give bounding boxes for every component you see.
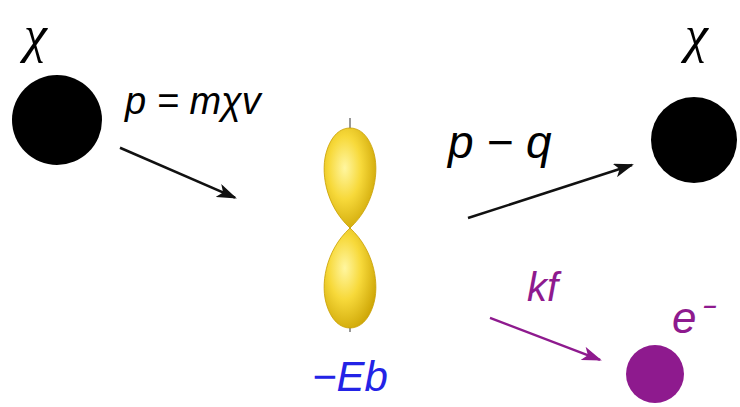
particle-node: e⁻ — [626, 295, 726, 403]
momentum-arrow — [120, 148, 235, 198]
particle-circle — [626, 345, 684, 403]
momentum-label: p − q — [448, 118, 552, 166]
particle-label: χ — [24, 8, 47, 63]
particle-label: χ — [685, 8, 708, 63]
binding-energy-label: −Eb — [255, 355, 445, 399]
orbital-node: −Eb — [255, 110, 445, 402]
particle-label: e⁻ — [672, 295, 711, 341]
particle-circle — [12, 75, 102, 165]
momentum-label: p = mχv — [125, 82, 261, 122]
momentum-arrow — [468, 165, 632, 218]
momentum-label: kf — [527, 266, 558, 308]
momentum-arrow — [490, 318, 600, 360]
orbital-lobe — [324, 228, 376, 328]
particle-node: χ — [12, 8, 102, 165]
orbital-lobe — [324, 128, 376, 228]
particle-circle — [651, 97, 737, 183]
particle-node: χ — [651, 8, 737, 183]
